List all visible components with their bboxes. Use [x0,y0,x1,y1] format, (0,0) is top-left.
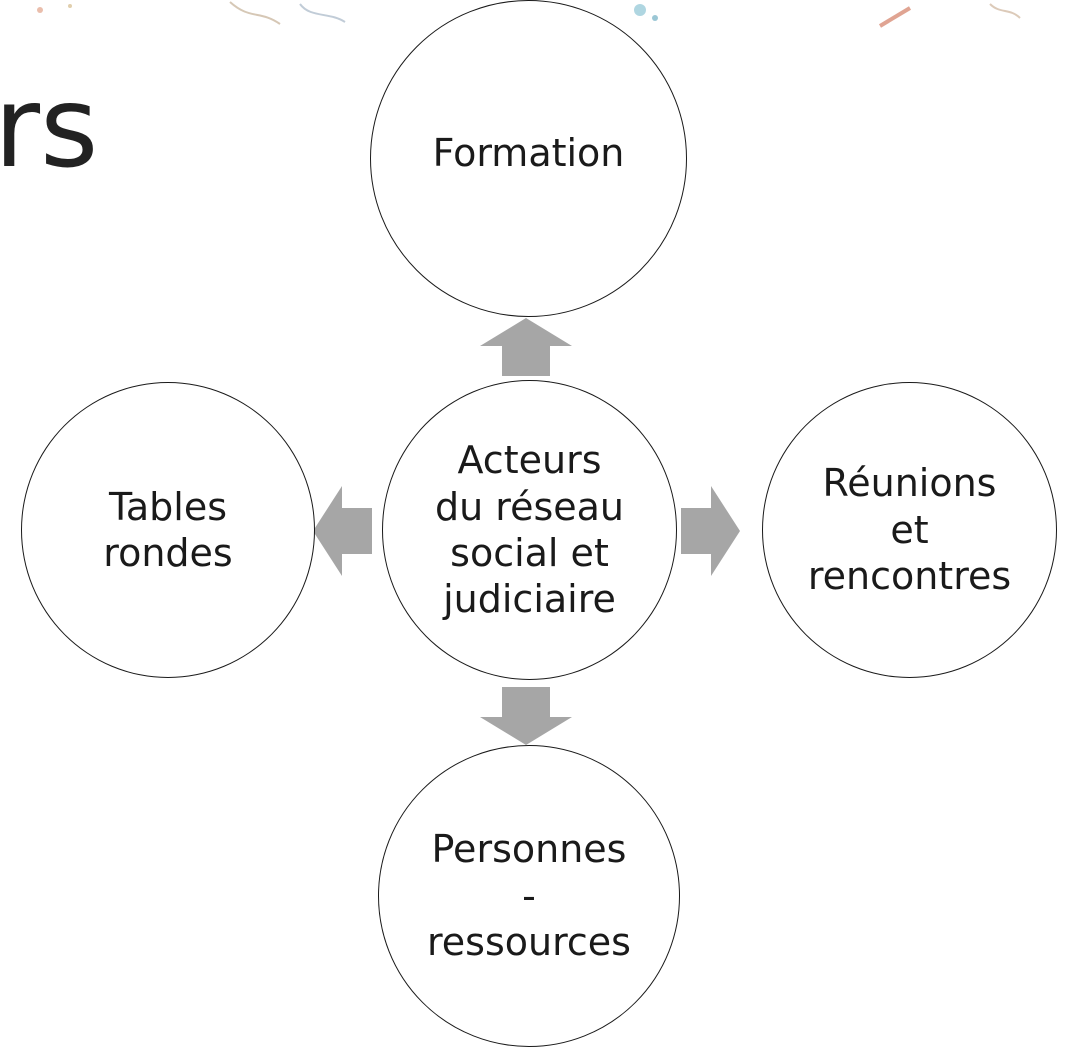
node-center: Acteurs du réseau social et judiciaire [382,380,677,680]
node-reunions: Réunions et rencontres [762,382,1057,678]
node-tables-rondes-label: Tables rondes [103,484,233,575]
arrow-right [681,486,740,576]
node-tables-rondes: Tables rondes [21,382,315,678]
node-reunions-label: Réunions et rencontres [807,461,1012,599]
node-formation-label: Formation [432,131,625,176]
node-formation: Formation [370,0,687,317]
decorative-banner-strip [37,1,1021,28]
arrow-down [480,687,572,745]
node-personnes-ressources: Personnes - ressources [378,745,680,1047]
node-personnes-ressources-label: Personnes - ressources [427,827,631,965]
node-center-label: Acteurs du réseau social et judiciaire [435,438,624,622]
arrow-left [313,486,372,576]
arrow-up [480,318,572,376]
slide-title-fragment: rs [0,63,99,193]
